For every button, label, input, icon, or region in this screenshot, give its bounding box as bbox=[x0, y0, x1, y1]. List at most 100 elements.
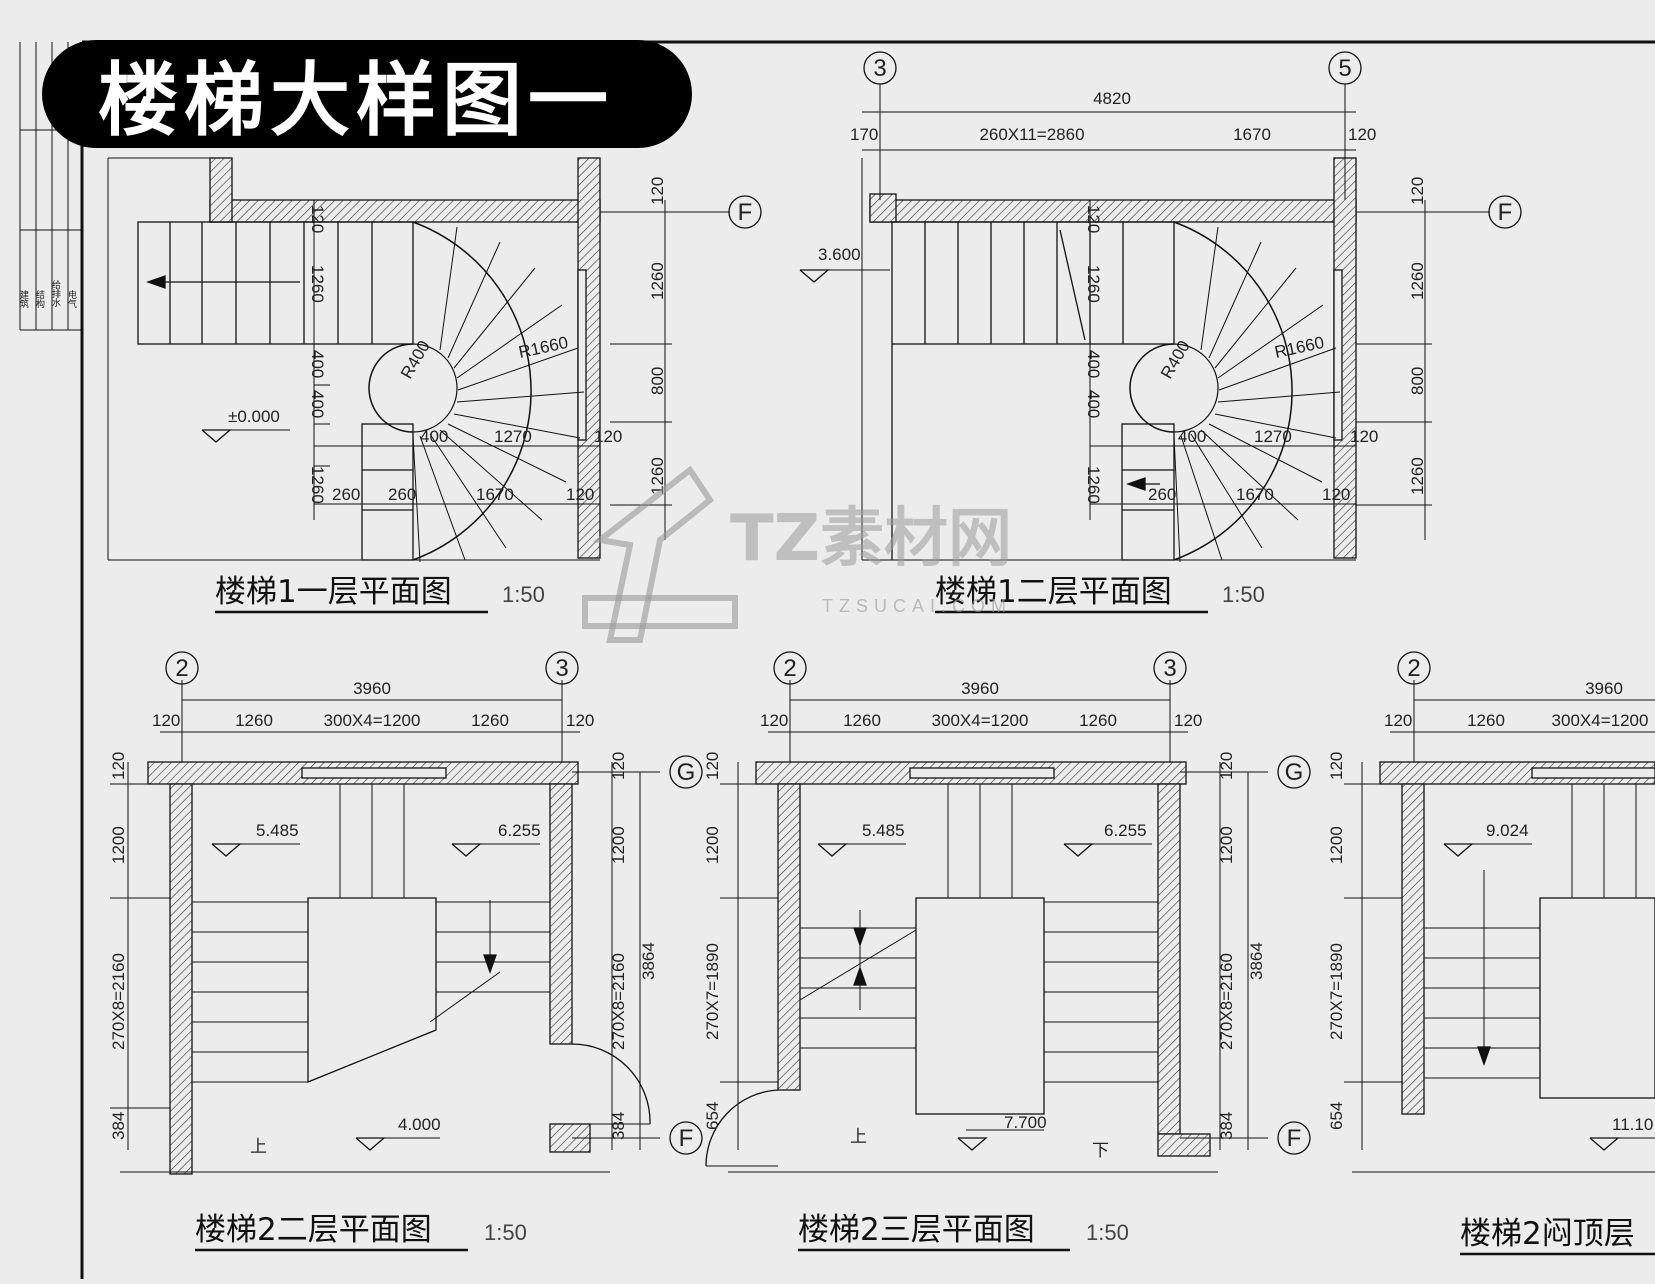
dim: 3864 bbox=[1247, 942, 1266, 980]
title-block-col-2: 结构 bbox=[35, 289, 45, 309]
dim: 1200 bbox=[1217, 826, 1236, 864]
dim: 384 bbox=[1217, 1112, 1236, 1140]
elevation-label: ±0.000 bbox=[228, 407, 280, 426]
dim: 270X8=2160 bbox=[109, 953, 128, 1050]
down-label: 下 bbox=[1092, 1141, 1109, 1160]
drawing-label: 楼梯1二层平面图 bbox=[935, 574, 1172, 610]
page-title: 楼梯大样图一 bbox=[42, 40, 692, 148]
elevation-label: 3.600 bbox=[818, 245, 861, 264]
drawing-scale: 1:50 bbox=[484, 1220, 527, 1245]
axis-bubble-3 bbox=[545, 651, 579, 685]
dim: 1260 bbox=[1408, 457, 1427, 495]
dim: 120 bbox=[703, 752, 722, 780]
stair2-third-floor-plan bbox=[705, 680, 1268, 1173]
axis-label-3: 3 bbox=[873, 55, 886, 82]
dim: 270X7=1890 bbox=[703, 943, 722, 1040]
dim: 1260 bbox=[1084, 466, 1103, 504]
axis-label-2: 2 bbox=[175, 655, 188, 682]
stair1-first-floor-plan bbox=[107, 157, 730, 563]
dim: 400 bbox=[420, 427, 448, 446]
dim: 300X4=1200 bbox=[324, 711, 421, 730]
dim: 270X7=1890 bbox=[1327, 943, 1346, 1040]
dim: 1270 bbox=[494, 427, 532, 446]
axis-bubble-3 bbox=[863, 51, 897, 85]
stair2-f2-dimension-text: 3960 120 1260 300X4=1200 1260 120 120 12… bbox=[109, 679, 658, 1156]
axis-bubble-5 bbox=[1328, 51, 1362, 85]
stair1-second-floor-plan bbox=[799, 84, 1490, 563]
axis-bubble-3 bbox=[1153, 651, 1187, 685]
up-label: 上 bbox=[250, 1137, 267, 1156]
dim: 400 bbox=[1178, 427, 1206, 446]
elevation-label: 6.255 bbox=[1104, 821, 1147, 840]
watermark-brand: TZ素材网 bbox=[730, 502, 1012, 576]
dim: 800 bbox=[648, 367, 667, 395]
axis-label-g: G bbox=[1285, 759, 1304, 786]
dim: 1200 bbox=[609, 826, 628, 864]
dim: 120 bbox=[109, 752, 128, 780]
dim: 1200 bbox=[109, 826, 128, 864]
dim: 1260 bbox=[648, 262, 667, 300]
drawing-scale: 1:50 bbox=[1086, 1220, 1129, 1245]
stair2-second-floor-plan bbox=[110, 680, 660, 1175]
axis-bubble-2 bbox=[773, 651, 807, 685]
dim: 270X8=2160 bbox=[609, 953, 628, 1050]
axis-label-2: 2 bbox=[783, 655, 796, 682]
elevation-label: 11.10 bbox=[1612, 1115, 1653, 1134]
drawing-label: 楼梯2二层平面图 bbox=[195, 1212, 432, 1248]
dim: 1260 bbox=[308, 265, 327, 303]
drawing-label: 楼梯1一层平面图 bbox=[215, 574, 452, 610]
axis-label-f-1: F bbox=[738, 199, 753, 226]
axis-label-2: 2 bbox=[1407, 655, 1420, 682]
axis-bubble-2 bbox=[165, 651, 199, 685]
axis-label-3: 3 bbox=[555, 655, 568, 682]
dim: 120 bbox=[760, 711, 788, 730]
drawing-scale: 1:50 bbox=[502, 582, 545, 607]
axis-bubble-f-1 bbox=[728, 195, 762, 229]
dim: 120 bbox=[1322, 485, 1350, 504]
dim: 120 bbox=[1384, 711, 1412, 730]
dim: 260 bbox=[332, 485, 360, 504]
dim: 400 bbox=[1084, 350, 1103, 378]
elevation-label: 5.485 bbox=[256, 821, 299, 840]
dim: 384 bbox=[609, 1112, 628, 1140]
dim: 120 bbox=[1217, 752, 1236, 780]
elevation-label: 7.700 bbox=[1004, 1113, 1047, 1132]
stair2-f3-dimension-text: 3960 120 1260 300X4=1200 1260 120 120 12… bbox=[703, 679, 1266, 1160]
dim: 3960 bbox=[961, 679, 999, 698]
watermark-logo bbox=[582, 465, 738, 643]
dim: 1260 bbox=[1084, 265, 1103, 303]
dim: 1270 bbox=[1254, 427, 1292, 446]
drawing-label: 楼梯2闷顶层 bbox=[1460, 1216, 1635, 1252]
dim: 120 bbox=[1348, 125, 1376, 144]
dim: 400 bbox=[1084, 390, 1103, 418]
title-block-labels: 建筑 结构 给排水 电气 bbox=[19, 279, 77, 309]
dim: 1200 bbox=[1327, 826, 1346, 864]
dim: 654 bbox=[703, 1102, 722, 1130]
drawing-label: 楼梯2三层平面图 bbox=[798, 1212, 1035, 1248]
elevation-label: 5.485 bbox=[862, 821, 905, 840]
dim: 384 bbox=[109, 1112, 128, 1140]
dim: R1660 bbox=[517, 333, 570, 362]
dim: 120 bbox=[1408, 177, 1427, 205]
dim: 300X4=1200 bbox=[1552, 711, 1649, 730]
dim: 120 bbox=[648, 177, 667, 205]
dim: 4820 bbox=[1093, 89, 1131, 108]
dim: 120 bbox=[1350, 427, 1378, 446]
drawing-scale: 1:50 bbox=[1222, 582, 1265, 607]
stair1-f1-dimension-text: ±0.000 120 1260 800 1260 120 1260 400 40… bbox=[228, 177, 667, 504]
dim: 654 bbox=[1327, 1102, 1346, 1130]
dim: 300X4=1200 bbox=[932, 711, 1029, 730]
dim: 120 bbox=[1084, 205, 1103, 233]
axis-bubble-g bbox=[1277, 755, 1311, 789]
watermark-url: TZSUCAI.COM bbox=[822, 596, 1012, 616]
axis-label-g: G bbox=[677, 759, 696, 786]
dim: 1670 bbox=[476, 485, 514, 504]
dim: 120 bbox=[1174, 711, 1202, 730]
dim: 120 bbox=[566, 711, 594, 730]
axis-label-3: 3 bbox=[1163, 655, 1176, 682]
dim: 1260 bbox=[1408, 262, 1427, 300]
dim: 270X8=2160 bbox=[1217, 953, 1236, 1050]
axis-label-f: F bbox=[1287, 1125, 1302, 1152]
